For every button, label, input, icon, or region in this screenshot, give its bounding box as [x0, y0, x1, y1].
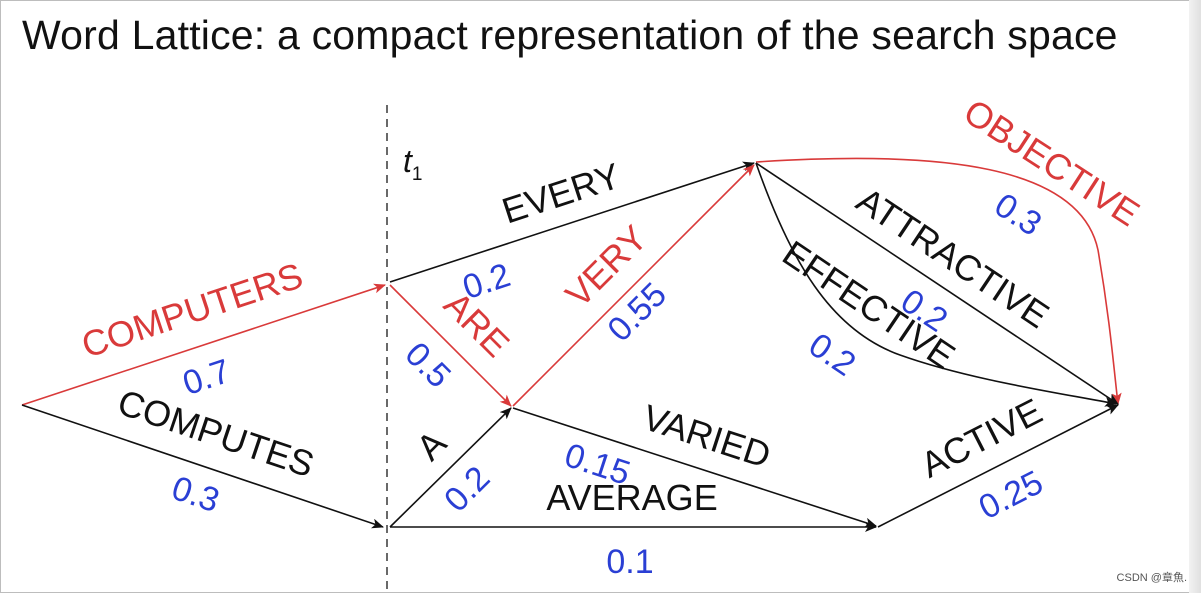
edge-computers [21, 283, 386, 406]
window-edge [1189, 0, 1201, 593]
time-marker-label: t1 [403, 143, 422, 185]
prob-every: 0.2 [458, 256, 515, 307]
edge-every [389, 161, 755, 283]
edge-a [389, 407, 512, 528]
watermark: CSDN @章魚. [1116, 572, 1187, 584]
edge-active [877, 404, 1119, 528]
word-average: AVERAGE [546, 477, 717, 518]
time-marker-subscript: 1 [412, 164, 423, 185]
time-marker-letter: t [403, 143, 413, 179]
prob-average: 0.1 [606, 543, 653, 581]
word-objective: OBJECTIVE [957, 91, 1147, 234]
word-computes: COMPUTES [113, 381, 319, 485]
prob-computes: 0.3 [167, 469, 224, 520]
slide-title: Word Lattice: a compact representation o… [22, 12, 1118, 58]
edge-are [389, 284, 512, 407]
word-a: A [408, 422, 454, 468]
edge-computes [21, 404, 384, 529]
prob-effective: 0.2 [802, 326, 862, 384]
word-every: EVERY [497, 155, 625, 232]
edge-objective [755, 157, 1122, 405]
prob-computers: 0.7 [178, 352, 235, 403]
edge-varied [512, 407, 877, 528]
word-varied: VARIED [638, 396, 776, 476]
edge-effective [755, 162, 1117, 407]
prob-a: 0.2 [437, 459, 497, 519]
edge-attractive [755, 162, 1119, 405]
prob-objective: 0.3 [988, 186, 1048, 244]
edge-very [512, 164, 755, 407]
